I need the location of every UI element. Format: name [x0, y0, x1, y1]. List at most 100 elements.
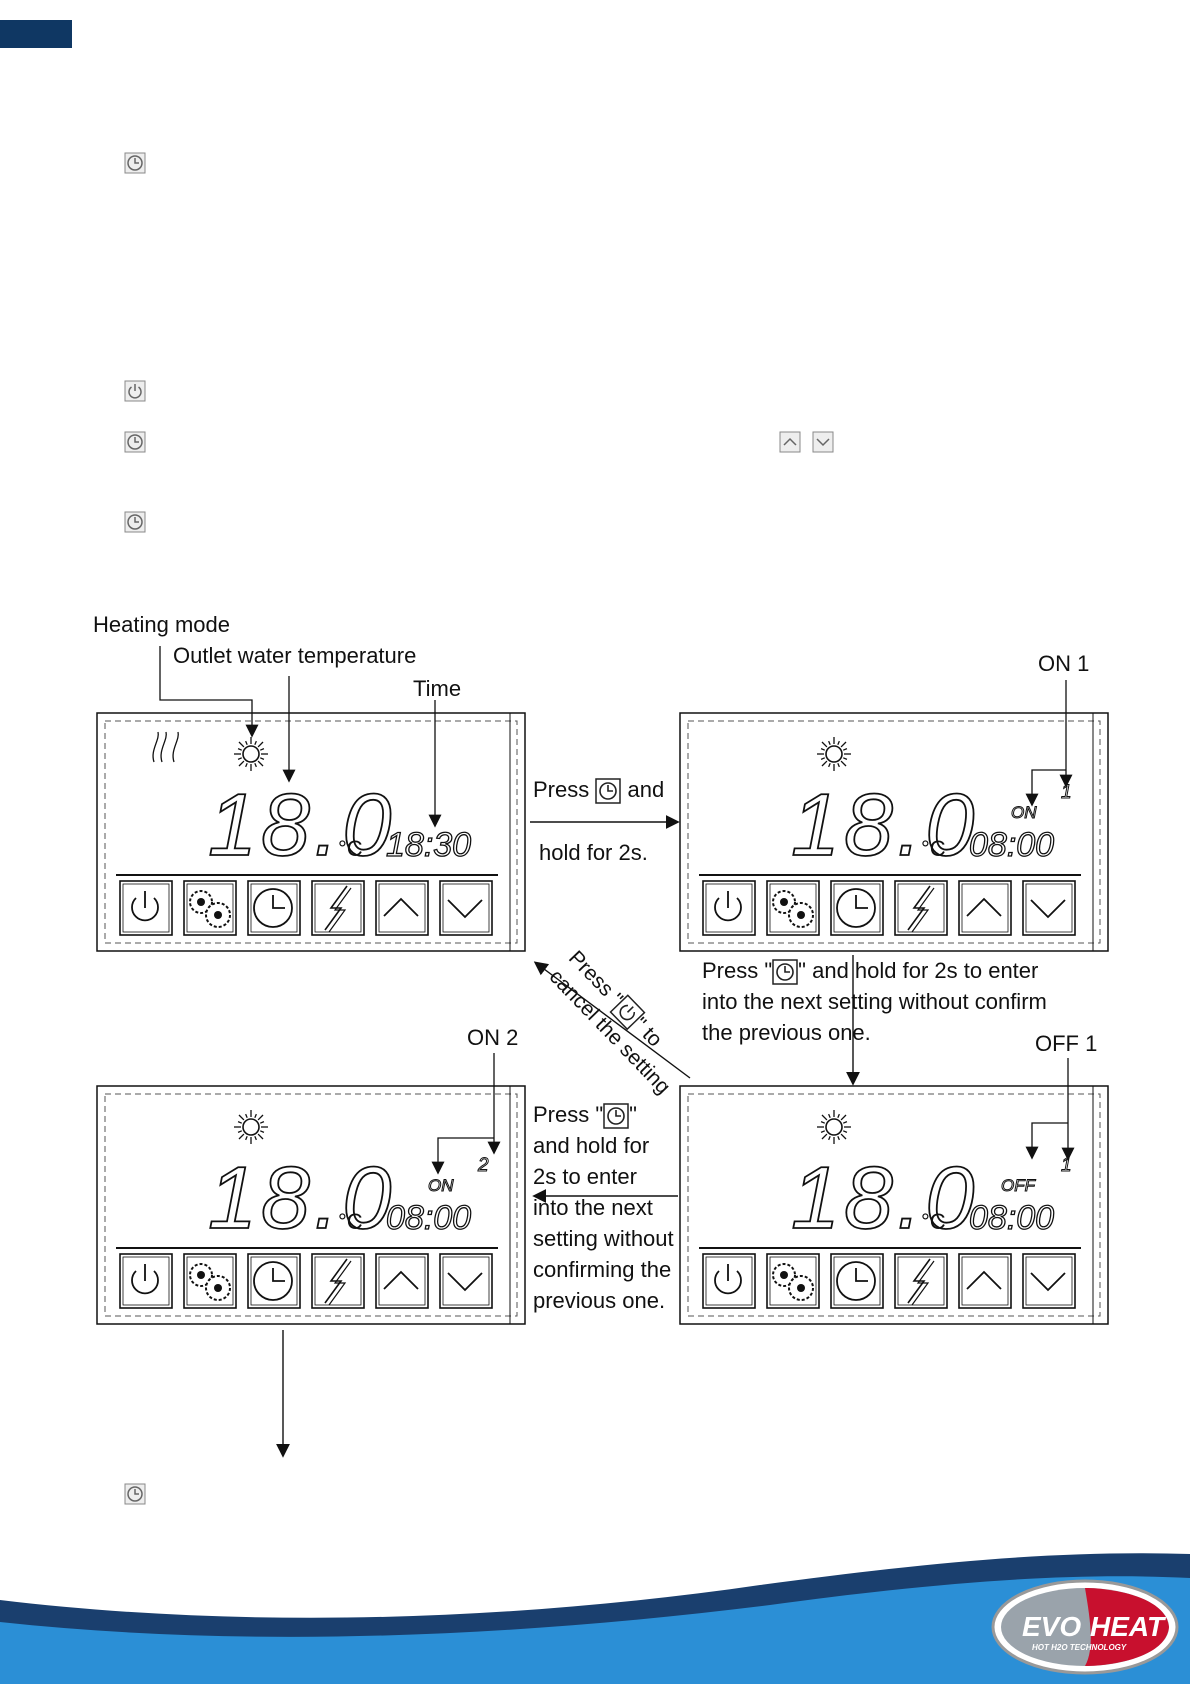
power-icon: [131, 891, 159, 922]
panel-button-inner: [769, 1256, 817, 1306]
panel-button-frame: [439, 880, 493, 936]
down-arrow-icon: [447, 899, 483, 919]
sun-icon: [817, 737, 851, 771]
time-readout: 18:30: [386, 826, 471, 864]
next-setting2-line: and hold for: [533, 1133, 650, 1158]
panel-button-frame: [1022, 1253, 1076, 1309]
sun-icon: [234, 737, 268, 771]
timer-number-label: 1: [1061, 1155, 1072, 1176]
step-hold-text: hold for 2s.: [539, 840, 648, 865]
step-press-word: Press: [533, 776, 590, 802]
panel-button-inner: [250, 1256, 298, 1306]
clock-icon: [836, 888, 876, 928]
panel-button-inner: [186, 1256, 234, 1306]
temperature-readout: 18.0: [208, 775, 395, 874]
panel-button-inner: [186, 883, 234, 933]
panel-button-inner: [314, 1256, 362, 1306]
clock-icon: [124, 1483, 146, 1505]
panel-inner-frame: [104, 720, 518, 944]
panel-button-inner: [1025, 1256, 1073, 1306]
clock-icon: [124, 511, 146, 533]
panel-button-frame: [702, 1253, 756, 1309]
clock-icon: [124, 431, 146, 453]
next-setting2-text: Press "" and hold for 2s to enter into t…: [533, 1099, 674, 1316]
panel-button-inner: [897, 883, 945, 933]
panel-button-inner: [314, 883, 362, 933]
mode-icon: [772, 890, 814, 928]
panel-inner-frame: [687, 1093, 1101, 1317]
panel-button-frame: [702, 880, 756, 936]
timer-status-label: OFF: [1001, 1176, 1037, 1195]
panel-inner-frame: [104, 1093, 518, 1317]
mode-icon: [772, 1263, 814, 1301]
down-arrow-icon: [812, 431, 834, 453]
down-arrow-icon: [447, 1272, 483, 1292]
time-readout: 08:00: [386, 1199, 471, 1237]
up-arrow-icon: [966, 897, 1002, 917]
power-icon: [714, 1264, 742, 1295]
temperature-readout: 18.0: [791, 1148, 978, 1247]
panel-button-inner: [897, 1256, 945, 1306]
panel-button-inner: [378, 883, 426, 933]
label-on2: ON 2: [467, 1025, 519, 1050]
step-press-text: Press and: [533, 778, 664, 804]
next-setting2-line: Press ": [533, 1102, 604, 1127]
clock-icon: [595, 778, 622, 804]
next-setting-line: Press ": [702, 958, 773, 983]
clock-icon: [772, 959, 798, 985]
defrost-icon: [907, 1258, 935, 1306]
down-arrow-icon: [1030, 1272, 1066, 1292]
panel-button-inner: [833, 883, 881, 933]
clock-icon: [253, 1261, 293, 1301]
time-readout: 08:00: [969, 826, 1054, 864]
temperature-unit: °C: [338, 836, 363, 861]
up-arrow-icon: [779, 431, 801, 453]
next-setting2-line: setting without: [533, 1226, 674, 1251]
defrost-icon: [324, 1258, 352, 1306]
clock-icon: [603, 1103, 629, 1129]
label-off1: OFF 1: [1035, 1031, 1098, 1056]
label-outlet-water-temperature: Outlet water temperature: [173, 643, 417, 668]
logo-text-left: EVO: [1022, 1611, 1081, 1642]
panel-button-inner: [442, 1256, 490, 1306]
power-icon: [714, 891, 742, 922]
header-tab: [0, 20, 72, 48]
panel-button-frame: [1022, 880, 1076, 936]
panel-button-inner: [705, 1256, 753, 1306]
panel-button-inner: [961, 883, 1009, 933]
power-icon: [124, 380, 146, 402]
step-and-word: and: [627, 776, 665, 802]
temperature-unit: °C: [338, 1209, 363, 1234]
down-arrow-icon: [1030, 899, 1066, 919]
logo-tagline: HOT H2O TECHNOLOGY: [1032, 1643, 1127, 1652]
temperature-readout: 18.0: [208, 1148, 395, 1247]
timer-status-label: ON: [428, 1176, 454, 1195]
label-on1: ON 1: [1038, 651, 1090, 676]
panel-button-inner: [122, 1256, 170, 1306]
panel-button-inner: [250, 883, 298, 933]
panel-button-inner: [769, 883, 817, 933]
up-arrow-icon: [383, 897, 419, 917]
panel-button-inner: [961, 1256, 1009, 1306]
panel-inner-frame: [687, 720, 1101, 944]
next-setting-line: into the next setting without confirm: [702, 989, 1047, 1014]
timer-status-label: ON: [1011, 803, 1037, 822]
next-setting2-line: ": [629, 1102, 637, 1127]
mode-icon: [189, 1263, 231, 1301]
label-time: Time: [413, 676, 462, 701]
timer-number-label: 1: [1061, 782, 1072, 803]
next-setting2-line: previous one.: [533, 1288, 666, 1313]
time-readout: 08:00: [969, 1199, 1054, 1237]
evoheat-logo: EVO HEAT HOT H2O TECHNOLOGY: [990, 1578, 1180, 1676]
sun-icon: [817, 1110, 851, 1144]
next-setting-line: " and hold for 2s to enter: [798, 958, 1039, 983]
clock-icon: [836, 1261, 876, 1301]
next-setting-line: the previous one.: [702, 1020, 871, 1045]
panel-button-inner: [1025, 883, 1073, 933]
clock-icon: [253, 888, 293, 928]
panel-button-frame: [119, 880, 173, 936]
clock-icon: [124, 152, 146, 174]
label-heating-mode: Heating mode: [93, 612, 230, 637]
panel-button-frame: [119, 1253, 173, 1309]
